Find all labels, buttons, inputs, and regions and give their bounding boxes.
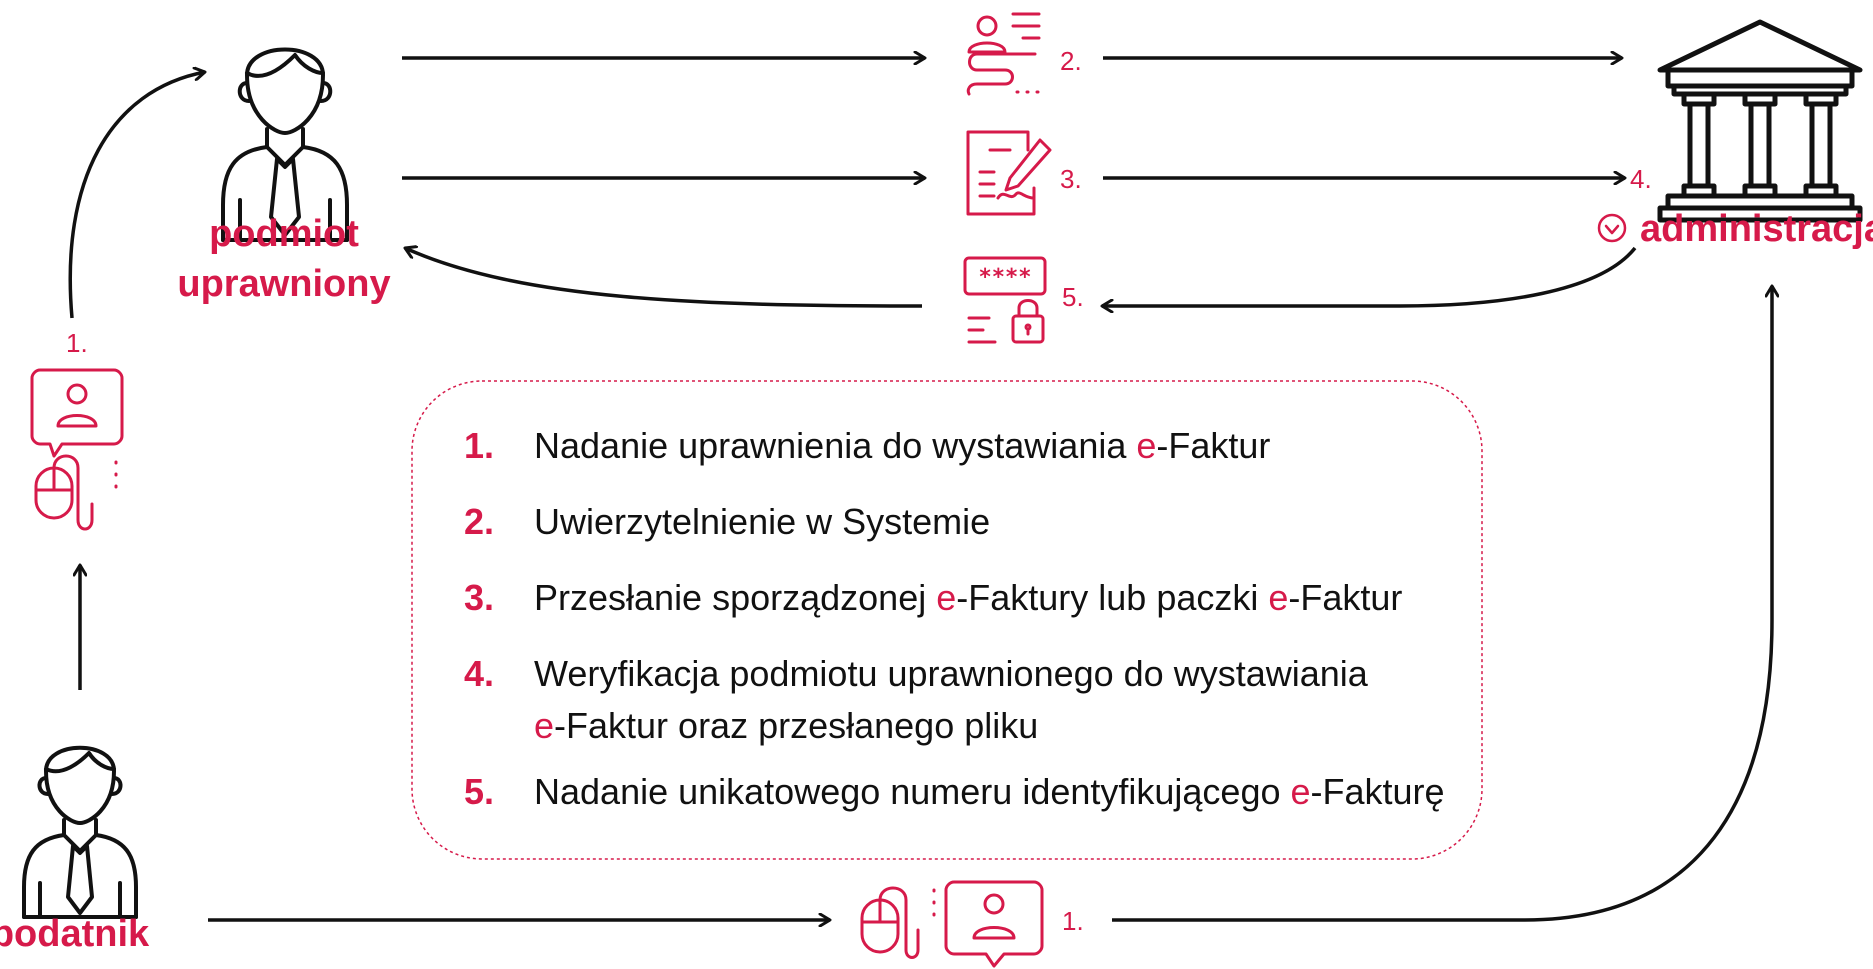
mouse-chat-user-icon xyxy=(860,880,1044,968)
legend-item-number: 5. xyxy=(464,771,494,812)
legend-text-segment: Nadanie uprawnienia do wystawiania xyxy=(534,425,1136,466)
legend-text-segment: Uwierzytelnienie w Systemie xyxy=(534,501,990,542)
svg-text:****: **** xyxy=(979,265,1032,290)
signed-document-icon xyxy=(966,130,1052,216)
legend-e-prefix: e xyxy=(1136,425,1156,466)
mouse-chat-user-icon xyxy=(30,368,124,531)
arrow-bottom-grant-to-admin xyxy=(1112,286,1772,922)
step-marker-top-left: 1. xyxy=(66,328,88,358)
connectors xyxy=(68,58,1772,922)
legend-item-number: 1. xyxy=(464,425,494,466)
step-marker-auth: 2. xyxy=(1060,46,1082,76)
legend-text-segment: -Faktur xyxy=(1288,577,1402,618)
legend-item-text: e-Faktur oraz przesłanego pliku xyxy=(534,705,1038,746)
legend-text-segment: -Fakturę xyxy=(1311,771,1445,812)
check-circle-icon xyxy=(1597,213,1627,243)
user-authentication-icon xyxy=(966,12,1041,96)
legend-text-segment: -Faktury lub paczki xyxy=(956,577,1268,618)
legend-text-segment: Przesłanie sporządzonej xyxy=(534,577,936,618)
legend-e-prefix: e xyxy=(534,705,554,746)
government-building-icon xyxy=(1657,19,1863,223)
legend-box xyxy=(411,380,1483,860)
administration-label: administracja xyxy=(1640,208,1873,250)
password-lock-icon: **** xyxy=(963,256,1047,344)
step-marker-bottom: 1. xyxy=(1062,906,1084,936)
arrow-number-to-entitled xyxy=(405,248,923,308)
legend-e-prefix: e xyxy=(1291,771,1311,812)
person-icon xyxy=(22,745,138,919)
legend-item-text: Uwierzytelnienie w Systemie xyxy=(534,501,990,542)
step-marker-number: 5. xyxy=(1062,282,1084,312)
legend-e-prefix: e xyxy=(936,577,956,618)
arrow-admin-to-number xyxy=(1102,246,1637,306)
entitled-label-line2: uprawniony xyxy=(177,263,390,305)
taxpayer-label: podatnik xyxy=(0,913,150,955)
person-icon xyxy=(221,47,349,242)
legend-item-number: 4. xyxy=(464,653,494,694)
arrow-grant-to-entitled xyxy=(68,72,205,319)
step-marker-verify: 4. xyxy=(1630,164,1652,194)
legend-item-text: Weryfikacja podmiotu uprawnionego do wys… xyxy=(534,653,1369,694)
legend-text-segment: Nadanie unikatowego numeru identyfikując… xyxy=(534,771,1291,812)
legend-text-segment: -Faktur oraz przesłanego pliku xyxy=(554,705,1038,746)
legend-item-text: Nadanie uprawnienia do wystawiania e-Fak… xyxy=(534,425,1270,466)
legend-item-number: 3. xyxy=(464,577,494,618)
legend-text-segment: Weryfikacja podmiotu uprawnionego do wys… xyxy=(534,653,1369,694)
step-marker-send: 3. xyxy=(1060,164,1082,194)
legend-item-number: 2. xyxy=(464,501,494,542)
legend-text-segment: -Faktur xyxy=(1156,425,1270,466)
legend-item-text: Przesłanie sporządzonej e-Faktury lub pa… xyxy=(534,577,1402,618)
legend-item-text: Nadanie unikatowego numeru identyfikując… xyxy=(534,771,1445,812)
entitled-label-line1: podmiot xyxy=(209,213,359,255)
legend-list: 1.Nadanie uprawnienia do wystawiania e-F… xyxy=(464,425,1445,812)
legend-e-prefix: e xyxy=(1268,577,1288,618)
